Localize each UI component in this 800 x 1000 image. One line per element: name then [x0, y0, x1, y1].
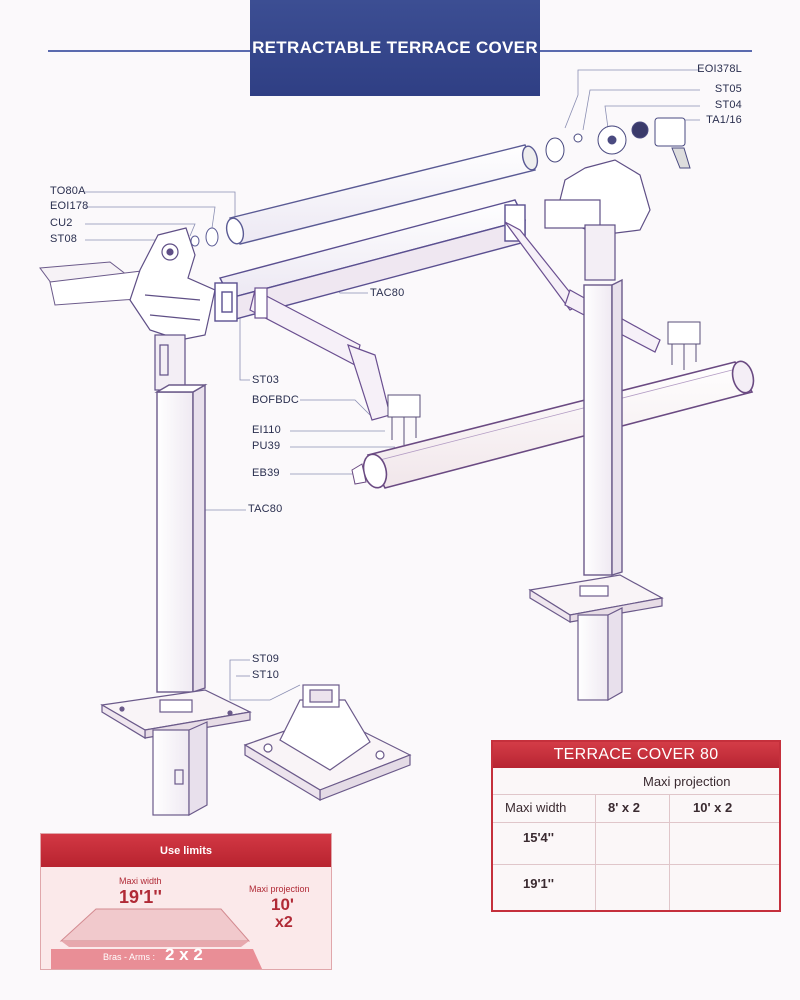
label-pu39: PU39: [252, 440, 281, 452]
end-cap-eb39: [351, 463, 367, 485]
header-rule-left: [48, 50, 250, 52]
label-st04: ST04: [714, 99, 742, 111]
top-square-bar: [214, 199, 527, 322]
label-eb39: EB39: [252, 467, 280, 479]
table-col-8x2: 8' x 2: [608, 800, 641, 815]
table-row-header: Maxi width: [505, 800, 567, 815]
left-folding-arm: [249, 287, 391, 421]
table-rule-2: [493, 822, 779, 823]
title-banner: RETRACTABLE TERRACE COVER: [250, 0, 540, 96]
use-limits-title: Use limits: [41, 834, 331, 867]
label-ta1-16: TA1/16: [706, 114, 742, 126]
leader-cu2: [85, 223, 196, 237]
leader-bofbdc: [300, 399, 371, 416]
right-folding-arm: [504, 221, 661, 353]
front-load-bar: [362, 360, 755, 489]
label-eoi378l: EOI378L: [697, 63, 742, 75]
tube-end-caps-left: [190, 227, 219, 247]
table-row-15-4: 15'4'': [523, 830, 554, 845]
maxi-projection-mult: x2: [275, 914, 293, 931]
front-brackets: [387, 321, 701, 445]
awning-profile-illustration: [51, 908, 263, 969]
label-st03: ST03: [252, 374, 280, 386]
label-st08: ST08: [50, 233, 78, 245]
maxi-projection-value: 10': [271, 895, 294, 914]
leader-eoi178: [85, 206, 216, 229]
arms-value: 2 x 2: [165, 945, 203, 964]
right-side-plate: [544, 159, 651, 281]
leader-to80a: [85, 191, 236, 220]
header-rule-right: [540, 50, 752, 52]
table-col-10x2: 10' x 2: [693, 800, 733, 815]
table-group-header: Maxi projection: [643, 774, 731, 789]
foot-st09-st10: [243, 684, 412, 802]
left-side-plate: [129, 227, 216, 391]
leader-st04: [604, 105, 700, 129]
right-ground-sleeve: [577, 607, 623, 702]
maxi-width-value: 19'1'': [119, 887, 162, 907]
left-ground-sleeve: [152, 721, 208, 817]
label-bofbdc: BOFBDC: [252, 394, 300, 406]
leader-eoi378l: [564, 69, 700, 129]
leader-st03: [239, 300, 250, 381]
table-row-19-1: 19'1'': [523, 876, 554, 891]
table-vrule-2: [669, 794, 670, 910]
table-rule: [493, 794, 779, 795]
label-eoi178: EOI178: [50, 200, 89, 212]
left-base-plate: [100, 689, 252, 740]
page-title: RETRACTABLE TERRACE COVER: [252, 38, 538, 57]
label-ei110: EI110: [252, 424, 281, 436]
label-st10: ST10: [252, 669, 280, 681]
label-tac80-top: TAC80: [370, 287, 405, 299]
arms-label: Bras - Arms :: [103, 952, 156, 962]
table-vrule-1: [595, 794, 596, 910]
left-post: [154, 383, 208, 693]
right-post: [583, 278, 623, 576]
leader-st09: [229, 659, 301, 701]
label-cu2: CU2: [50, 217, 73, 229]
maxi-projection-label: Maxi projection: [249, 884, 310, 894]
label-st09: ST09: [252, 653, 280, 665]
specification-table: TERRACE COVER 80 Maxi projection Maxi wi…: [491, 740, 781, 912]
maxi-width-label: Maxi width: [119, 876, 162, 886]
use-limits-panel: Use limits Maxi width 19'1'' Maxi projec…: [40, 833, 332, 970]
right-mechanism-parts: [545, 117, 691, 169]
table-rule-3: [493, 864, 779, 865]
label-to80a: TO80A: [50, 185, 86, 197]
table-title: TERRACE COVER 80: [493, 742, 779, 768]
label-st05: ST05: [714, 83, 742, 95]
leader-st05: [582, 89, 700, 131]
roller-tube: [225, 144, 539, 245]
label-tac80-post: TAC80: [248, 503, 283, 515]
